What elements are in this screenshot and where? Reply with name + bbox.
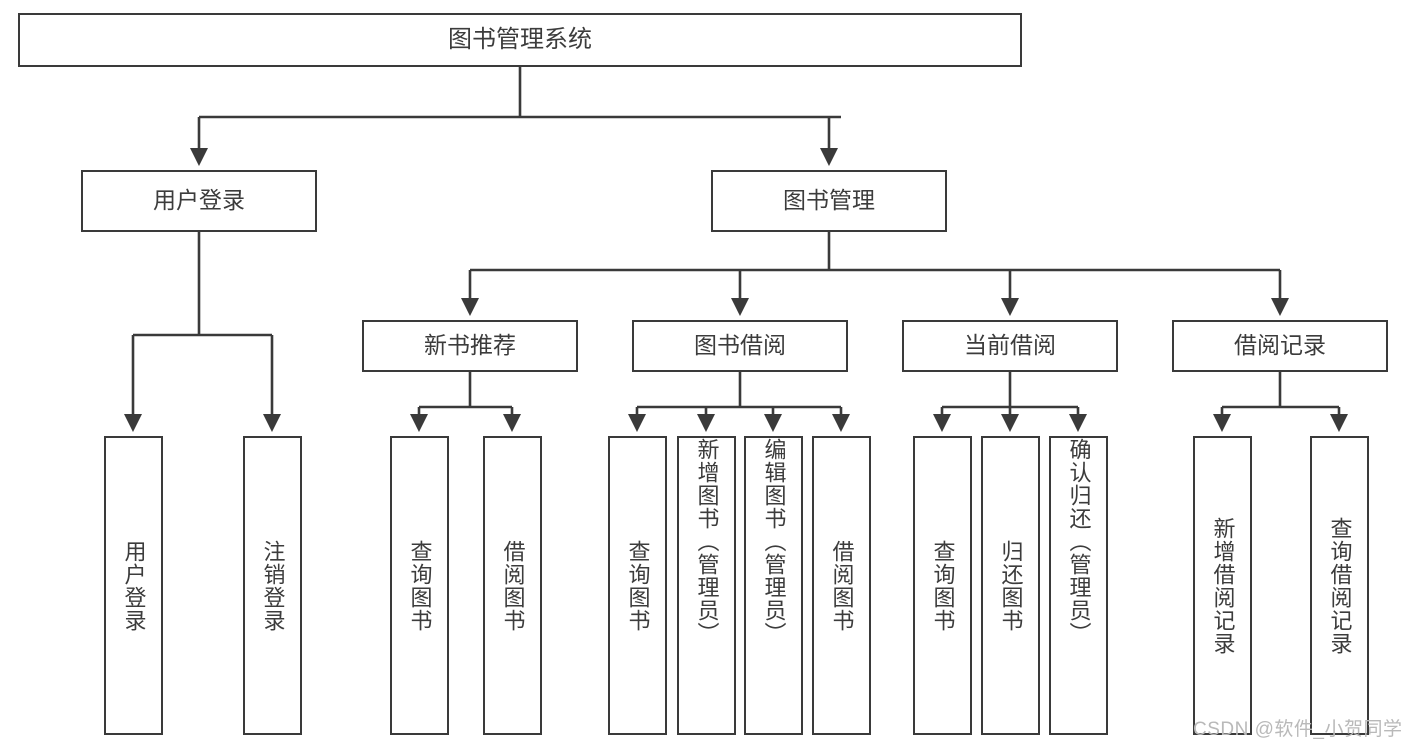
node-book-borrow[interactable]: 图书借阅 xyxy=(632,320,848,372)
node-borrow-record[interactable]: 借阅记录 xyxy=(1172,320,1388,372)
node-leaf-borrow-book-2[interactable]: 借阅图书 xyxy=(812,436,871,735)
node-leaf-query-record[interactable]: 查询借阅记录 xyxy=(1310,436,1369,735)
node-leaf-borrow-book-2-label: 借阅图书 xyxy=(829,539,855,632)
node-leaf-return-book[interactable]: 归还图书 xyxy=(981,436,1040,735)
node-leaf-return-book-label: 归还图书 xyxy=(998,539,1024,632)
node-book-manage-label: 图书管理 xyxy=(783,187,875,214)
node-borrow-record-label: 借阅记录 xyxy=(1234,332,1326,359)
node-new-book-rec-label: 新书推荐 xyxy=(424,332,516,359)
node-leaf-add-book-label: 新增图书（管理员） xyxy=(694,438,720,645)
node-leaf-query-book-2[interactable]: 查询图书 xyxy=(608,436,667,735)
node-leaf-borrow-book-1[interactable]: 借阅图书 xyxy=(483,436,542,735)
csdn-watermark: CSDN @软件_小贺同学 xyxy=(1193,719,1403,740)
node-leaf-query-book-3-label: 查询图书 xyxy=(930,539,956,632)
node-current-borrow-label: 当前借阅 xyxy=(964,332,1056,359)
node-leaf-borrow-book-1-label: 借阅图书 xyxy=(500,539,526,632)
node-leaf-user-login[interactable]: 用户登录 xyxy=(104,436,163,735)
node-new-book-rec[interactable]: 新书推荐 xyxy=(362,320,578,372)
node-leaf-query-record-label: 查询借阅记录 xyxy=(1327,516,1353,655)
node-leaf-confirm-return-label: 确认归还（管理员） xyxy=(1066,438,1092,645)
node-leaf-add-book[interactable]: 新增图书（管理员） xyxy=(677,436,736,735)
node-leaf-edit-book[interactable]: 编辑图书（管理员） xyxy=(744,436,803,735)
node-leaf-add-record-label: 新增借阅记录 xyxy=(1210,516,1236,655)
node-user-login[interactable]: 用户登录 xyxy=(81,170,317,232)
node-leaf-confirm-return[interactable]: 确认归还（管理员） xyxy=(1049,436,1108,735)
node-leaf-user-logout-label: 注销登录 xyxy=(260,539,286,632)
node-user-login-label: 用户登录 xyxy=(153,187,245,214)
node-leaf-query-book-2-label: 查询图书 xyxy=(625,539,651,632)
node-book-manage[interactable]: 图书管理 xyxy=(711,170,947,232)
node-root-label: 图书管理系统 xyxy=(448,25,592,53)
node-leaf-query-book-1[interactable]: 查询图书 xyxy=(390,436,449,735)
node-leaf-user-logout[interactable]: 注销登录 xyxy=(243,436,302,735)
node-root[interactable]: 图书管理系统 xyxy=(18,13,1022,67)
node-leaf-query-book-3[interactable]: 查询图书 xyxy=(913,436,972,735)
node-leaf-query-book-1-label: 查询图书 xyxy=(407,539,433,632)
node-leaf-add-record[interactable]: 新增借阅记录 xyxy=(1193,436,1252,735)
node-book-borrow-label: 图书借阅 xyxy=(694,332,786,359)
node-current-borrow[interactable]: 当前借阅 xyxy=(902,320,1118,372)
node-leaf-edit-book-label: 编辑图书（管理员） xyxy=(761,438,787,645)
node-leaf-user-login-label: 用户登录 xyxy=(121,539,147,632)
